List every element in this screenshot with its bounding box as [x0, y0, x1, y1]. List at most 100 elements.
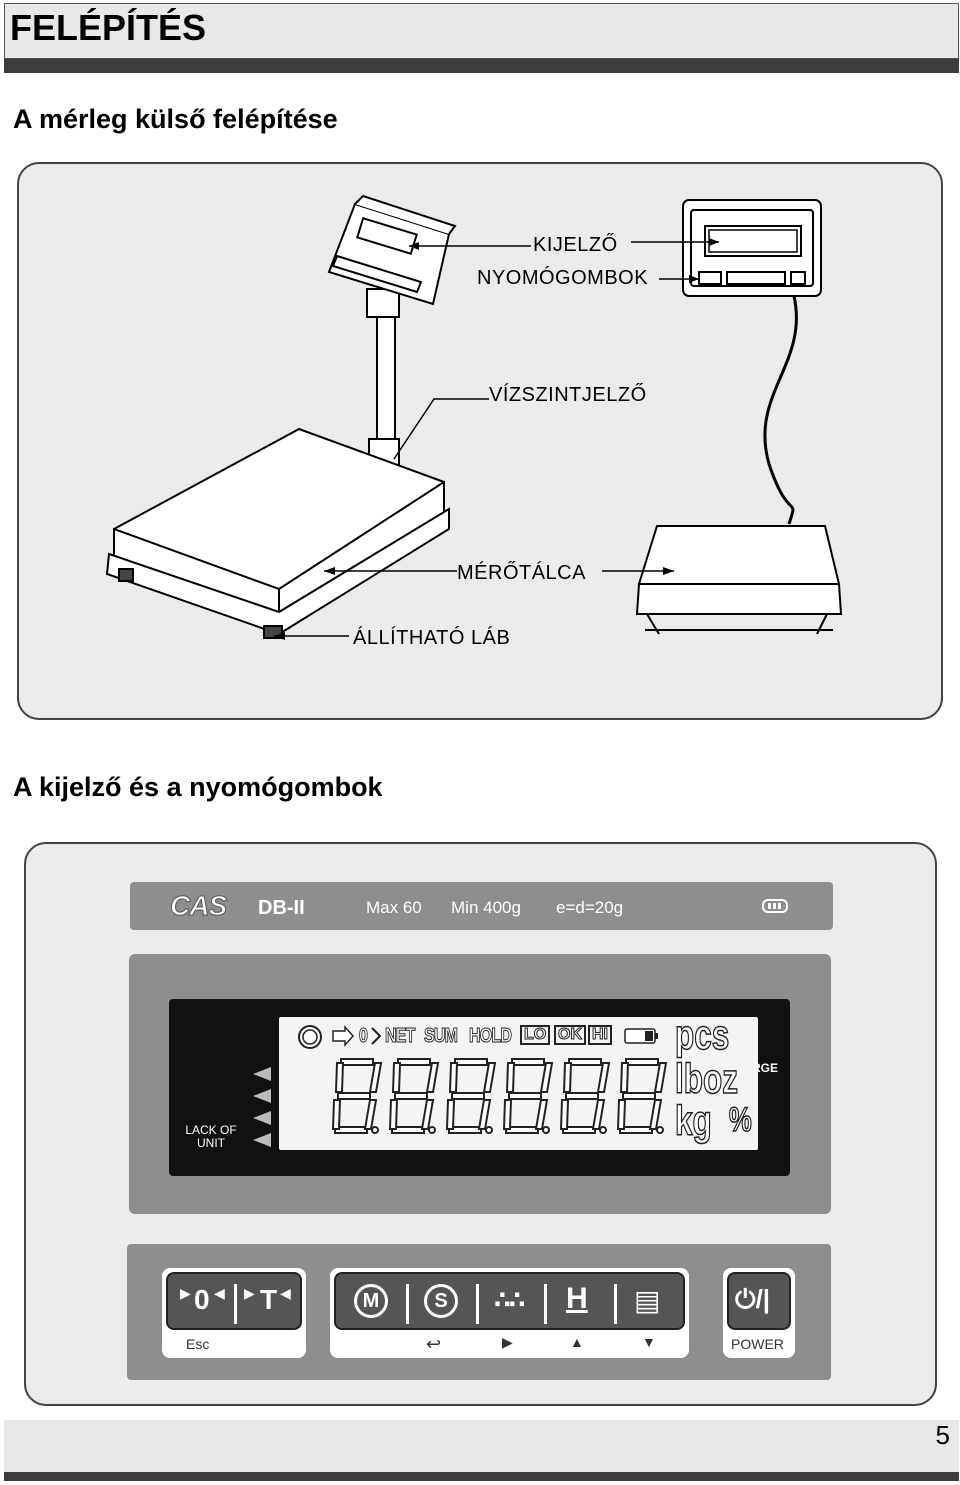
- lcd-digit-segment: [454, 1058, 488, 1066]
- lcd-digit-segment: [616, 1099, 627, 1130]
- page-number: 5: [935, 1420, 950, 1450]
- lcd-decimal-point: [656, 1126, 664, 1134]
- key-separator: [544, 1284, 547, 1324]
- lcd-digit-segment: [505, 1062, 516, 1093]
- key-group-zero-tare: ▶ 0 ◀ ▶ T ◀ Esc: [162, 1268, 306, 1358]
- tare-left-arrow-icon: ▶: [244, 1285, 255, 1301]
- lcd-digit-segment: [388, 1099, 399, 1130]
- lcd-digit-segment: [363, 1099, 378, 1130]
- key-separator: [476, 1284, 479, 1324]
- lcd-unit-percent: %: [728, 1100, 752, 1140]
- lcd-digit-segment: [511, 1058, 545, 1066]
- footer-bar: [4, 1420, 959, 1472]
- label-buttons: NYOMÓGOMBOK: [477, 267, 649, 289]
- section-title-exterior: A mérleg külső felépítése: [13, 104, 338, 134]
- lcd-digit-segment: [420, 1099, 435, 1130]
- lcd-digit-segment: [562, 1062, 573, 1093]
- key-group-power: ⏻/| POWER: [723, 1268, 795, 1358]
- tare-key-label: T: [260, 1284, 278, 1315]
- display-frame: LACK OF UNIT CHARGE 0 NET SUM HOLD LO OK…: [129, 954, 831, 1214]
- lcd-digit-segment: [451, 1092, 485, 1100]
- lack-of-unit-label: LACK OF UNIT: [185, 1123, 237, 1150]
- brand-model: DB-II: [258, 897, 305, 919]
- lcd-digit-segment: [425, 1062, 440, 1093]
- lcd-decimal-point: [485, 1126, 493, 1134]
- key-separator: [406, 1284, 409, 1324]
- function-keys: M S ∴∴ H ▤: [334, 1272, 685, 1330]
- up-arrow-icon: ▲: [570, 1334, 584, 1350]
- lcd-digit-segment: [337, 1092, 371, 1100]
- power-key[interactable]: ⏻/|: [727, 1272, 791, 1330]
- level-arrow-icons: [253, 1067, 275, 1155]
- scale-drawing: [105, 194, 843, 640]
- lcd-decimal-point: [371, 1126, 379, 1134]
- keypad: ▶ 0 ◀ ▶ T ◀ Esc M S ∴∴ H ▤ ↩ ▶ ▲ ▼ ⏻/|: [127, 1244, 831, 1380]
- lcd-hold-symbol: HOLD: [469, 1025, 513, 1048]
- footer-shadow: [4, 1472, 959, 1481]
- spec-max: Max 60: [366, 898, 422, 917]
- sum-key[interactable]: S: [424, 1284, 458, 1318]
- lcd-digit-segment: [394, 1092, 428, 1100]
- lcd-unit-kg: kg: [674, 1096, 712, 1145]
- scale-exterior-illustration: KIJELZŐ NYOMÓGOMBOK VÍZSZINTJELZŐ MÉRŐTÁ…: [17, 162, 943, 720]
- tare-right-arrow-icon: ◀: [280, 1285, 291, 1301]
- power-caption: POWER: [731, 1336, 784, 1352]
- lcd-digit-segment: [534, 1099, 549, 1130]
- lcd-digit-segment: [477, 1099, 492, 1130]
- hold-key[interactable]: H: [566, 1282, 588, 1315]
- lcd-digit-segment: [653, 1062, 668, 1093]
- lcd-digit-segment: [397, 1058, 431, 1066]
- lcd-digit-segment: [565, 1092, 599, 1100]
- zero-key-label: 0: [194, 1284, 210, 1315]
- label-level-indicator: VÍZSZINTJELZŐ: [489, 384, 647, 406]
- lcd-digit-segment: [391, 1062, 402, 1093]
- key-separator: [614, 1284, 617, 1324]
- lcd-decimal-point: [599, 1126, 607, 1134]
- memory-key[interactable]: M: [354, 1284, 388, 1318]
- lcd-digit-segment: [448, 1062, 459, 1093]
- key-separator: [234, 1284, 237, 1324]
- print-key-icon[interactable]: ▤: [634, 1285, 661, 1316]
- brand-strip: CAS DB-II Max 60 Min 400g e=d=20g: [130, 882, 833, 930]
- enter-arrow-icon: ↩: [426, 1334, 442, 1354]
- zero-tare-key[interactable]: ▶ 0 ◀ ▶ T ◀: [166, 1272, 302, 1330]
- lcd-digit-segment: [508, 1092, 542, 1100]
- lcd-lo-symbol: LO: [520, 1025, 551, 1045]
- lcd-segments: [298, 1025, 668, 1134]
- lcd-screen: 0 NET SUM HOLD LO OK HI pcs lboz kg %: [279, 1017, 758, 1150]
- lcd-digit-segment: [568, 1058, 602, 1066]
- zero-right-arrow-icon: ◀: [214, 1285, 225, 1301]
- lcd-digit-segment: [596, 1062, 611, 1093]
- down-arrow-icon: ▼: [642, 1334, 656, 1350]
- lcd-unit-pcs: pcs: [674, 1017, 730, 1059]
- label-weighing-tray: MÉRŐTÁLCA: [457, 562, 586, 584]
- lcd-digit-segment: [340, 1058, 374, 1066]
- power-icon: ⏻/|: [735, 1284, 771, 1314]
- esc-caption: Esc: [186, 1336, 210, 1352]
- spec-division: e=d=20g: [556, 898, 624, 917]
- lcd-digit-segment: [502, 1099, 513, 1130]
- page-title: FELÉPÍTÉS: [10, 7, 207, 48]
- lcd-digit-segment: [482, 1062, 497, 1093]
- header-shadow: [4, 59, 959, 73]
- header-bar: [4, 3, 959, 59]
- lcd-digit-segment: [625, 1058, 659, 1066]
- lcd-decimal-point: [542, 1126, 550, 1134]
- right-arrow-icon: ▶: [502, 1334, 513, 1350]
- lcd-digit-segment: [591, 1099, 606, 1130]
- display-bezel: LACK OF UNIT CHARGE 0 NET SUM HOLD LO OK…: [169, 999, 790, 1176]
- count-key-icon[interactable]: ∴∴: [494, 1287, 525, 1314]
- lcd-digit-segment: [559, 1099, 570, 1130]
- label-display: KIJELZŐ: [533, 234, 618, 256]
- section-title-display-keys: A kijelző és a nyomógombok: [13, 772, 383, 802]
- brand-logo: CAS: [169, 890, 227, 921]
- lcd-zero-symbol: 0: [359, 1025, 369, 1048]
- zero-left-arrow-icon: ▶: [180, 1285, 191, 1301]
- lcd-ok-symbol: OK: [554, 1025, 586, 1045]
- lcd-digit-segment: [331, 1099, 342, 1130]
- lcd-hi-symbol: HI: [588, 1025, 612, 1045]
- lcd-unit-lboz: lboz: [674, 1054, 738, 1103]
- battery-icon: [762, 899, 788, 913]
- lcd-digit-segment: [334, 1062, 345, 1093]
- lcd-digit-segment: [368, 1062, 383, 1093]
